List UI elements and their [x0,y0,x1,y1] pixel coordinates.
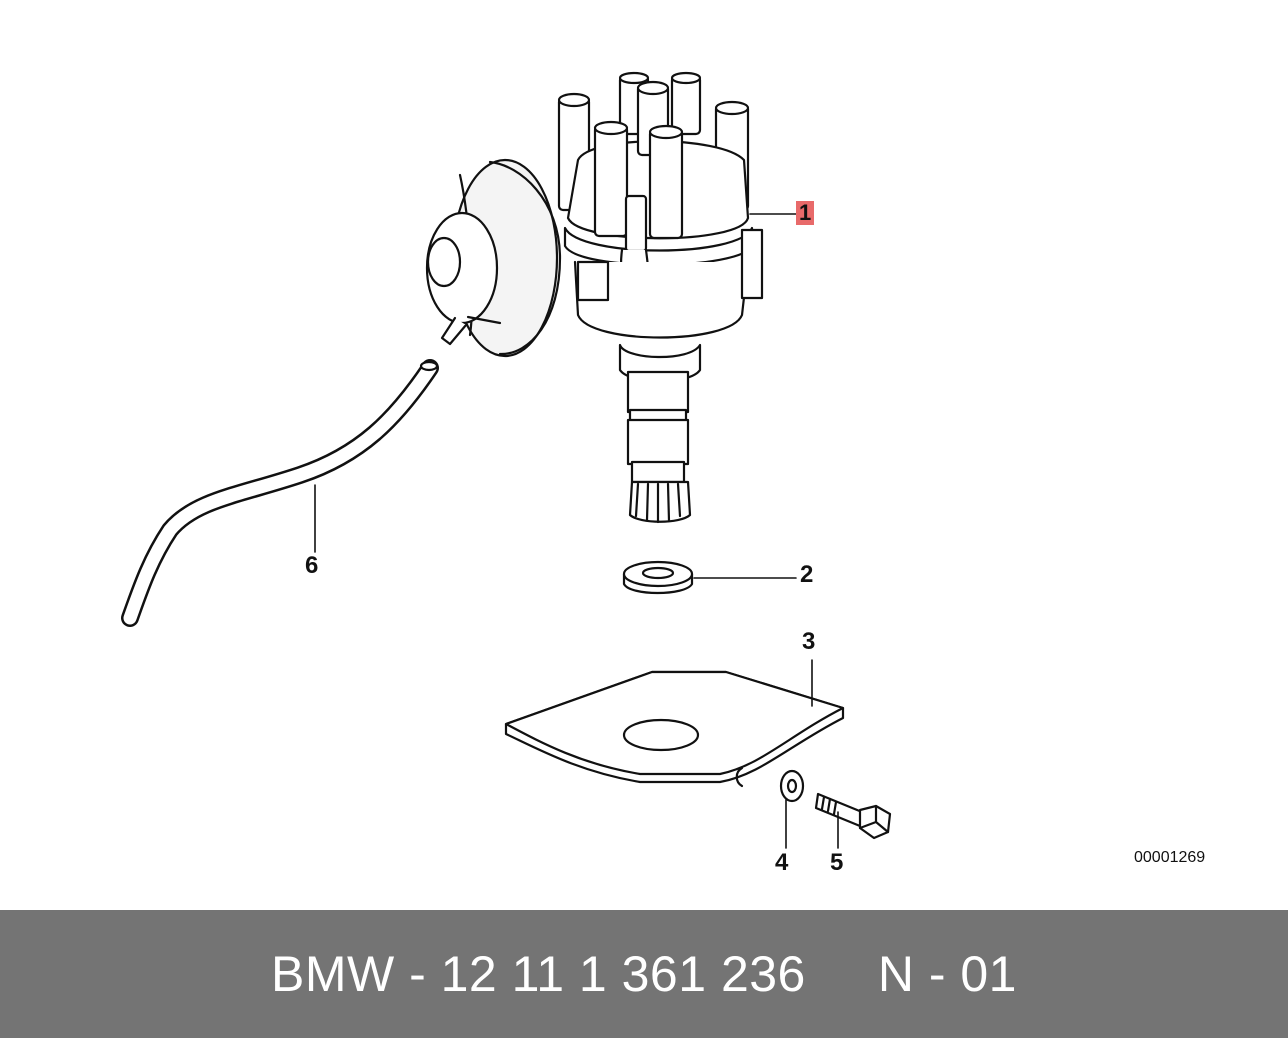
callout-2[interactable]: 2 [800,561,814,588]
diagram-number: 00001269 [1134,849,1206,866]
vacuum-hose [121,359,439,627]
parts-diagram: 1 2 3 4 5 6 00001269 [121,71,1206,876]
sealing-ring [622,560,797,595]
callout-5[interactable]: 5 [830,849,844,876]
callout-1[interactable]: 1 [796,201,815,225]
callout-3[interactable]: 3 [802,628,816,655]
bolt [814,792,892,849]
vacuum-unit [425,158,562,358]
diagram-drawing [121,71,892,849]
callout-4[interactable]: 4 [775,849,789,876]
base-plate [504,659,845,784]
washer [735,766,805,849]
part-number-caption: BMW - 12 11 1 361 236 N - 01 [271,946,1017,1002]
distributor [557,71,797,524]
footer-bar: BMW - 12 11 1 361 236 N - 01 [0,910,1288,1038]
callout-6[interactable]: 6 [305,552,319,579]
